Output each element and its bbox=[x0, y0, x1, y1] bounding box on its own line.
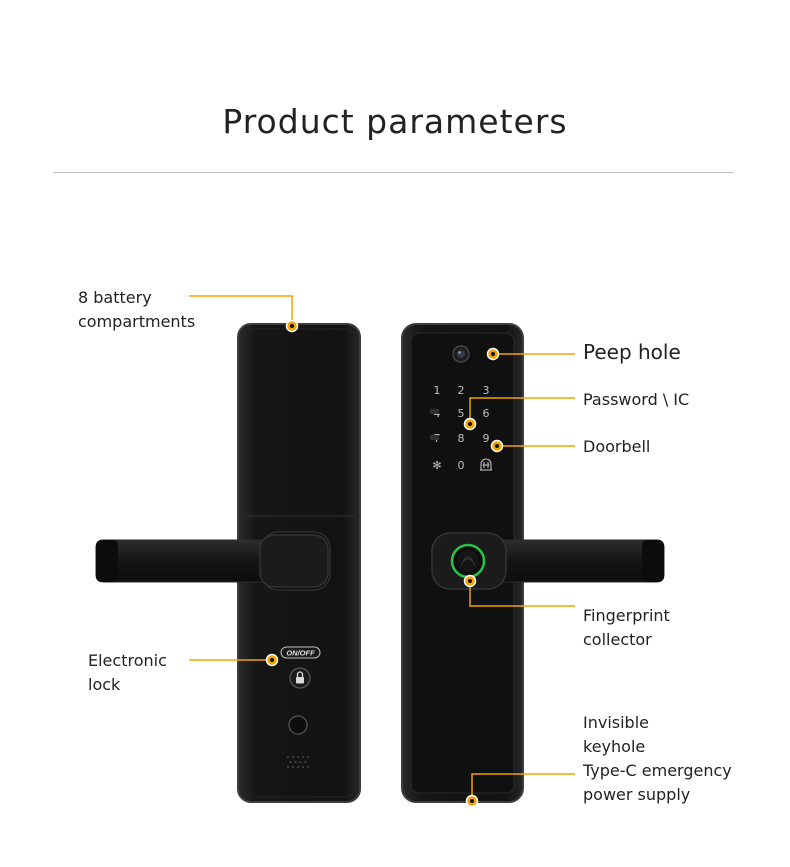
label-keyhole-power: Invisible keyhole Type-C emergency power… bbox=[583, 711, 732, 807]
key-1: 1 bbox=[434, 384, 441, 397]
card-reader bbox=[430, 409, 439, 440]
label-power-line-1: Type-C emergency bbox=[583, 761, 732, 780]
key-5: 5 bbox=[458, 407, 465, 420]
label-peep-hole: Peep hole bbox=[583, 340, 681, 364]
callout-battery-line bbox=[189, 295, 293, 326]
callout-password-line bbox=[469, 397, 575, 424]
padlock-icon bbox=[296, 671, 304, 684]
callout-keyhole-line bbox=[471, 773, 575, 801]
label-password: Password \ IC bbox=[583, 388, 689, 412]
key-6: 6 bbox=[483, 407, 490, 420]
label-electronic-lock-line-2: lock bbox=[88, 675, 121, 694]
onoff-label: ON/OFF bbox=[286, 649, 315, 658]
label-keyhole-line-1: Invisible bbox=[583, 713, 649, 732]
label-battery: 8 battery compartments bbox=[78, 286, 195, 334]
label-electronic-lock: Electronic lock bbox=[88, 649, 167, 697]
label-doorbell-text: Doorbell bbox=[583, 437, 651, 456]
label-fingerprint: Fingerprint collector bbox=[583, 604, 670, 652]
key-3: 3 bbox=[483, 384, 490, 397]
key-0: 0 bbox=[458, 459, 465, 472]
label-doorbell: Doorbell bbox=[583, 435, 650, 459]
back-panel: ON/OFF bbox=[95, 323, 361, 803]
label-keyhole-line-2: keyhole bbox=[583, 737, 646, 756]
label-power-line-2: power supply bbox=[583, 785, 691, 804]
label-fingerprint-line-2: collector bbox=[583, 630, 652, 649]
label-peep-hole-text: Peep hole bbox=[583, 340, 681, 364]
label-battery-line-1: 8 battery bbox=[78, 288, 152, 307]
label-battery-line-2: compartments bbox=[78, 312, 196, 331]
callout-fingerprint-line bbox=[469, 581, 575, 607]
doorbell-key-icon bbox=[480, 458, 492, 471]
fingerprint-sensor-icon bbox=[450, 543, 486, 579]
key-star: ✻ bbox=[432, 459, 441, 472]
speaker-grille bbox=[287, 756, 309, 768]
camera-icon bbox=[452, 345, 470, 363]
title-divider bbox=[53, 172, 734, 173]
label-fingerprint-line-1: Fingerprint bbox=[583, 606, 670, 625]
callout-lines bbox=[189, 295, 575, 801]
key-9: 9 bbox=[483, 432, 490, 445]
label-password-text: Password \ IC bbox=[583, 390, 690, 409]
page-title: Product parameters bbox=[222, 102, 568, 141]
label-electronic-lock-line-1: Electronic bbox=[88, 651, 167, 670]
key-8: 8 bbox=[458, 432, 465, 445]
key-2: 2 bbox=[458, 384, 465, 397]
